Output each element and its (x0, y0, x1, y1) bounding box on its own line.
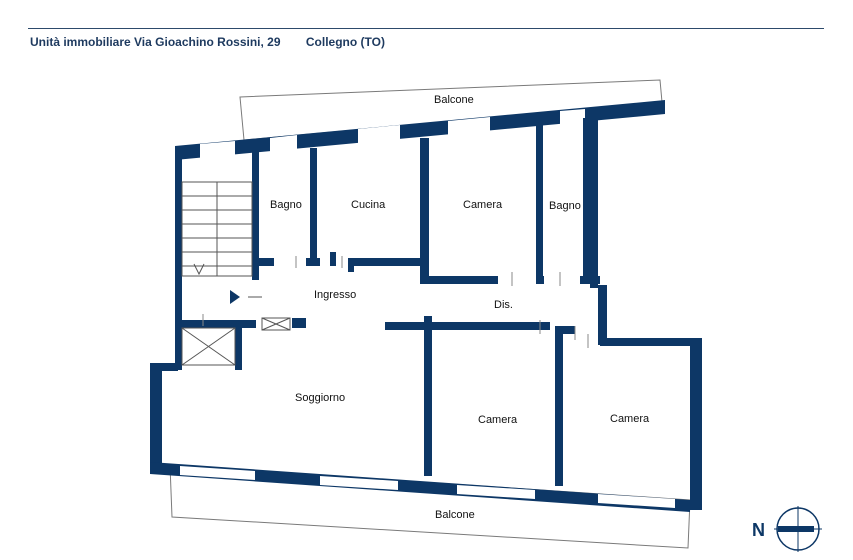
right-wall-mid (598, 285, 607, 345)
window-top-3 (358, 125, 400, 145)
right-wall-upper (590, 108, 598, 288)
wall-stub-4 (580, 276, 600, 284)
bottom-wall (150, 462, 690, 512)
left-wall-step (150, 363, 178, 371)
wall-stub-5 (348, 258, 354, 272)
label-balcone-top: Balcone (434, 94, 474, 106)
wall-cavedio-right (235, 320, 242, 370)
entrance-arrow-icon (230, 290, 240, 304)
top-wall (175, 100, 665, 160)
wall-dis-stub (555, 326, 575, 334)
label-camera-2: Camera (478, 414, 518, 426)
wall-soggiorno-camera (424, 316, 432, 476)
label-dis: Dis. (494, 299, 513, 311)
window-top-1 (200, 141, 235, 160)
wall-stub-3 (536, 276, 544, 284)
shaft (181, 317, 291, 366)
label-bagno-2: Bagno (549, 200, 581, 212)
wall-stub-1 (306, 258, 320, 266)
address-title: Unità immobiliare Via Gioachino Rossini,… (30, 35, 281, 49)
wall-ingresso-bottom-left (178, 320, 256, 328)
left-wall-upper (175, 146, 182, 326)
north-arrow-icon: N (752, 506, 822, 552)
label-camera-1: Camera (463, 199, 503, 211)
window-bottom-3 (457, 485, 535, 499)
label-bagno-1: Bagno (270, 199, 302, 211)
right-wall-lower (690, 338, 702, 510)
wall-bagno1-bottom (256, 258, 274, 266)
wall-camera-camera (555, 326, 563, 486)
window-top-5 (560, 109, 585, 127)
window-top-4 (448, 117, 490, 137)
label-camera-3: Camera (610, 413, 650, 425)
wall-camera1-bottom (420, 276, 498, 284)
window-top-2 (270, 135, 297, 154)
wall-stub-2 (330, 252, 336, 266)
wall-bagno-cucina (310, 148, 317, 260)
wall-cucina-bottom (348, 258, 422, 266)
stairwell (181, 181, 253, 277)
label-cucina: Cucina (351, 199, 386, 211)
left-wall-lower (150, 363, 162, 471)
window-bottom-2 (320, 476, 398, 490)
wall-cucina-camera (420, 138, 429, 283)
compass-label: N (752, 520, 765, 540)
wall-ingresso-stub (292, 318, 306, 328)
right-wall-step (600, 338, 702, 346)
wall-soggiorno-camera-top (385, 322, 550, 330)
door-marks (202, 256, 589, 348)
wall-camera-bagno (536, 125, 543, 280)
city-title: Collegno (TO) (305, 35, 385, 49)
label-soggiorno: Soggiorno (295, 392, 345, 404)
window-bottom-1 (180, 466, 255, 480)
wall-stairs-right (252, 150, 259, 280)
label-balcone-bottom: Balcone (435, 509, 475, 521)
plan-header: Unità immobiliare Via Gioachino Rossini,… (30, 35, 385, 49)
header-rule (28, 28, 824, 29)
window-bottom-4 (598, 494, 675, 508)
wall-bagno-right (583, 118, 590, 283)
label-ingresso: Ingresso (314, 289, 356, 301)
left-wall-step-2 (175, 320, 182, 370)
